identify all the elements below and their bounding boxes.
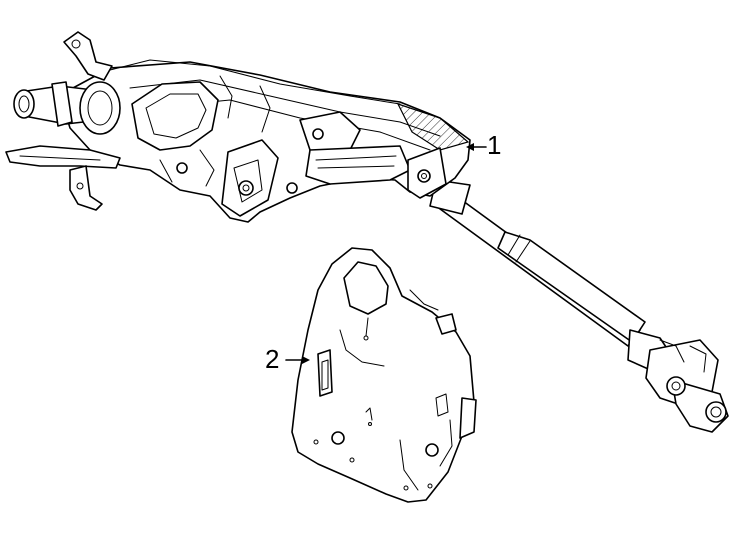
callout-number-1: 1 [487,130,502,160]
steering-column-assembly [5,31,729,433]
universal-joint [627,329,729,433]
callout-number-2: 2 [265,344,280,374]
column-housing [59,59,471,223]
column-cover-panel [291,247,477,503]
intermediate-shaft [429,179,646,347]
callout-1-leader [466,143,487,151]
upper-shaft [13,81,121,135]
lower-bracket [69,165,103,211]
mounting-tab [63,31,113,81]
tilt-lever [5,145,121,169]
callout-2-leader [285,356,310,364]
